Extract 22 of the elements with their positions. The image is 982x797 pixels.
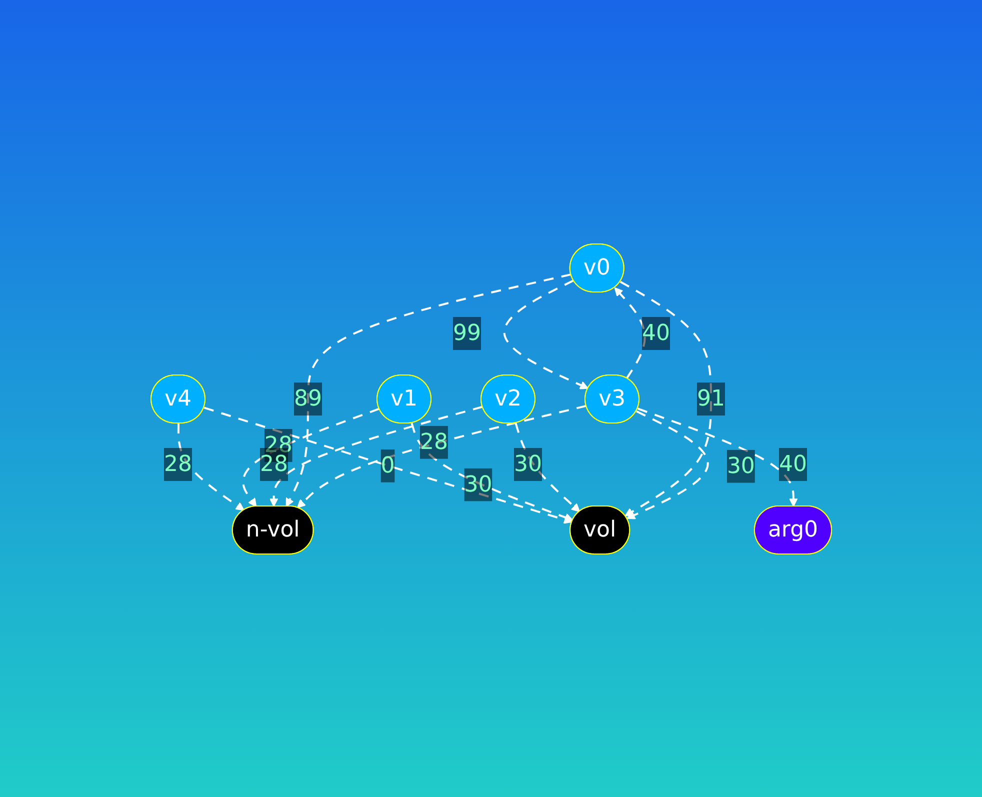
- arrow: [204, 406, 572, 524]
- edge-label: 0: [380, 452, 394, 478]
- edge-label: 28: [164, 451, 192, 476]
- arrow: [637, 407, 798, 506]
- edge-label: 40: [642, 320, 670, 346]
- arrow: [296, 404, 586, 508]
- arrow: [626, 410, 709, 519]
- edge-label: 91: [696, 386, 725, 411]
- arrow: [177, 422, 244, 510]
- arrow: [620, 280, 712, 516]
- arrow: [242, 407, 380, 506]
- edge-label: 40: [778, 451, 807, 476]
- edge-label: 89: [294, 386, 322, 411]
- edge-label: 30: [514, 451, 542, 476]
- arrow: [269, 405, 483, 506]
- arrow: [286, 272, 572, 506]
- edge-label: 99: [452, 320, 481, 346]
- arrow: [614, 286, 646, 378]
- edge-label: 30: [464, 472, 492, 497]
- arrow: [503, 279, 588, 389]
- edge-label: 30: [726, 453, 755, 478]
- arrow: [410, 422, 573, 522]
